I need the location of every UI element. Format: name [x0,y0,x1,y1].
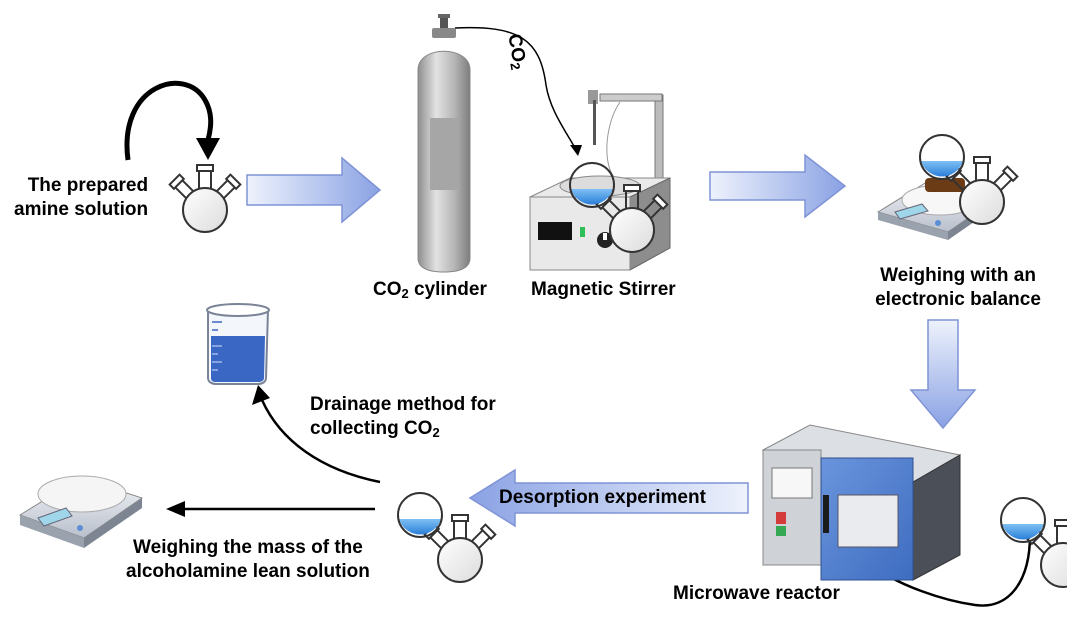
lean-line-1: Weighing the mass of the [133,537,363,558]
lean-line-2: alcoholamine lean solution [126,561,370,582]
drainage-line-2-sub: 2 [432,425,440,440]
cylinder-co: CO [373,279,402,300]
weighing-line-2: electronic balance [875,289,1041,310]
cylinder-label: CO2 cylinder [373,278,487,306]
co2-tube-arrowhead [570,145,582,156]
co2-arrow-label: CO2 [497,32,531,72]
weighing-line-1: Weighing with an [880,265,1036,286]
lean-balance-icon [18,475,144,548]
weighing-label: Weighing with an electronic balance [855,264,1061,312]
lean-solution-label: Weighing the mass of the alcoholamine le… [126,536,370,584]
drainage-line-1: Drainage method for [310,394,496,415]
prepared-line-1: The prepared [27,175,149,196]
loop-arrow-head [196,138,220,160]
co2-tube [454,26,576,149]
co2-arrow-text: CO [503,32,529,64]
gas-cylinder-icon [417,14,471,273]
desorption-flask-icon [398,493,495,582]
arrow-to-beaker-head [252,385,270,405]
stirrer-label: Magnetic Stirrer [531,279,676,300]
cylinder-rest: cylinder [408,279,487,300]
arrow-to-lean-balance [166,501,375,517]
prepared-line-2: amine solution [14,199,149,220]
arrow-to-beaker [260,399,381,484]
flow-arrow-to-cylinder [246,156,382,224]
microwave-label: Microwave reactor [673,583,840,604]
beaker-icon [206,303,270,385]
loop-arrow-prepared [124,80,214,161]
flow-arrow-desorption [468,468,749,528]
three-neck-flask-icon [168,164,242,233]
arrow-flask-to-reactor [874,534,1032,607]
desorption-label: Desorption experiment [499,487,706,508]
microwave-reactor-icon [761,424,962,581]
prepared-amine-label: The prepared amine solution [14,174,148,222]
drainage-label: Drainage method for collecting CO2 [310,393,496,445]
flow-arrow-to-balance [709,153,847,219]
balance-flask-icon [920,135,1017,224]
drainage-line-2: collecting CO2 [310,417,496,445]
flow-arrow-down-to-reactor [909,319,977,430]
drainage-line-2-main: collecting CO [310,418,433,439]
reactor-input-flask-icon [1001,498,1067,587]
cylinder-sub: 2 [401,286,409,301]
